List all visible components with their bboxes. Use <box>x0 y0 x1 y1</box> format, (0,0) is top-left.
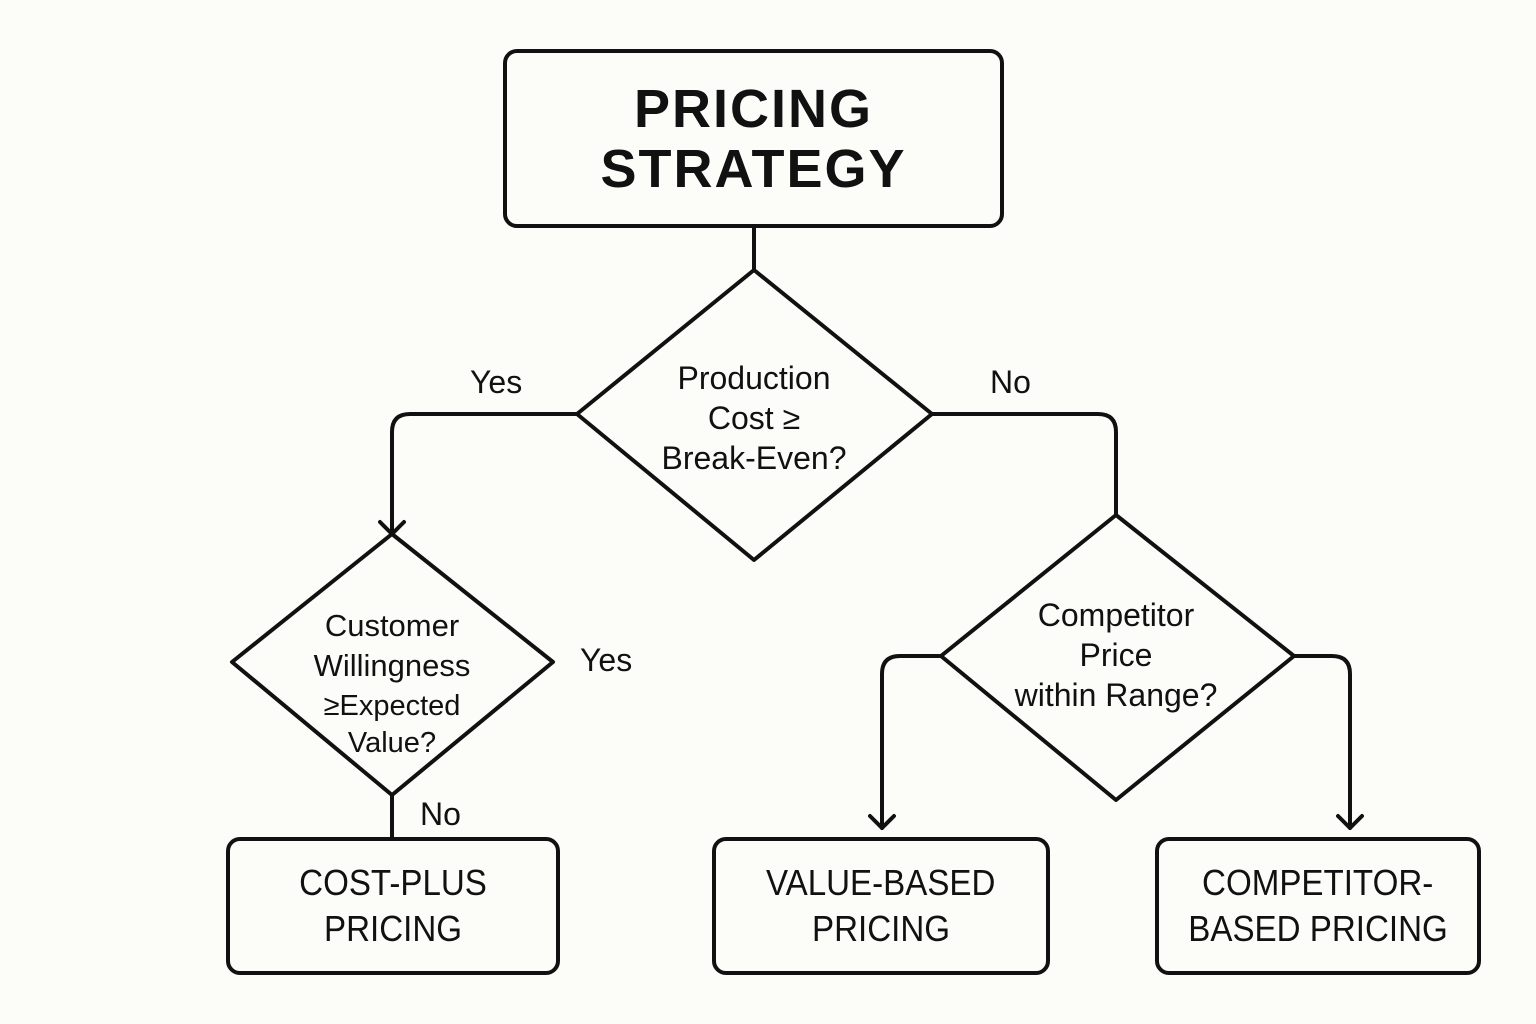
connector-to-competitor-based <box>1292 654 1352 830</box>
label-customer-no: No <box>420 796 461 832</box>
label-customer-yes: Yes <box>580 642 633 678</box>
decision-diamond-competitor-price <box>939 513 1296 802</box>
title-line-1: PRICING <box>633 78 874 139</box>
title-line-2: STRATEGY <box>600 138 907 199</box>
connector-to-value-based <box>880 654 943 830</box>
decision-text-customer-willingness: Customer Willingness ≥Expected Value? <box>313 608 471 759</box>
arrow-head-icon <box>1336 814 1364 830</box>
outcome-value-based-pricing: VALUE-BASED PRICING <box>712 837 1050 975</box>
label-top-yes: Yes <box>470 364 523 400</box>
outcome-cost-plus-pricing: COST-PLUS PRICING <box>226 837 560 975</box>
title-box: PRICING STRATEGY <box>503 49 1004 228</box>
outcome-competitor-based-pricing: COMPETITOR- BASED PRICING <box>1155 837 1481 975</box>
decision-text-competitor-price: Competitor Price within Range? <box>1014 597 1218 713</box>
decision-diamond-production-cost <box>575 268 934 562</box>
decision-text-production-cost: Production Cost ≥ Break-Even? <box>661 360 847 476</box>
connector-no-branch <box>930 412 1118 517</box>
label-top-no: No <box>990 364 1031 400</box>
arrow-head-icon <box>868 814 896 830</box>
connector-yes-branch <box>390 412 579 536</box>
